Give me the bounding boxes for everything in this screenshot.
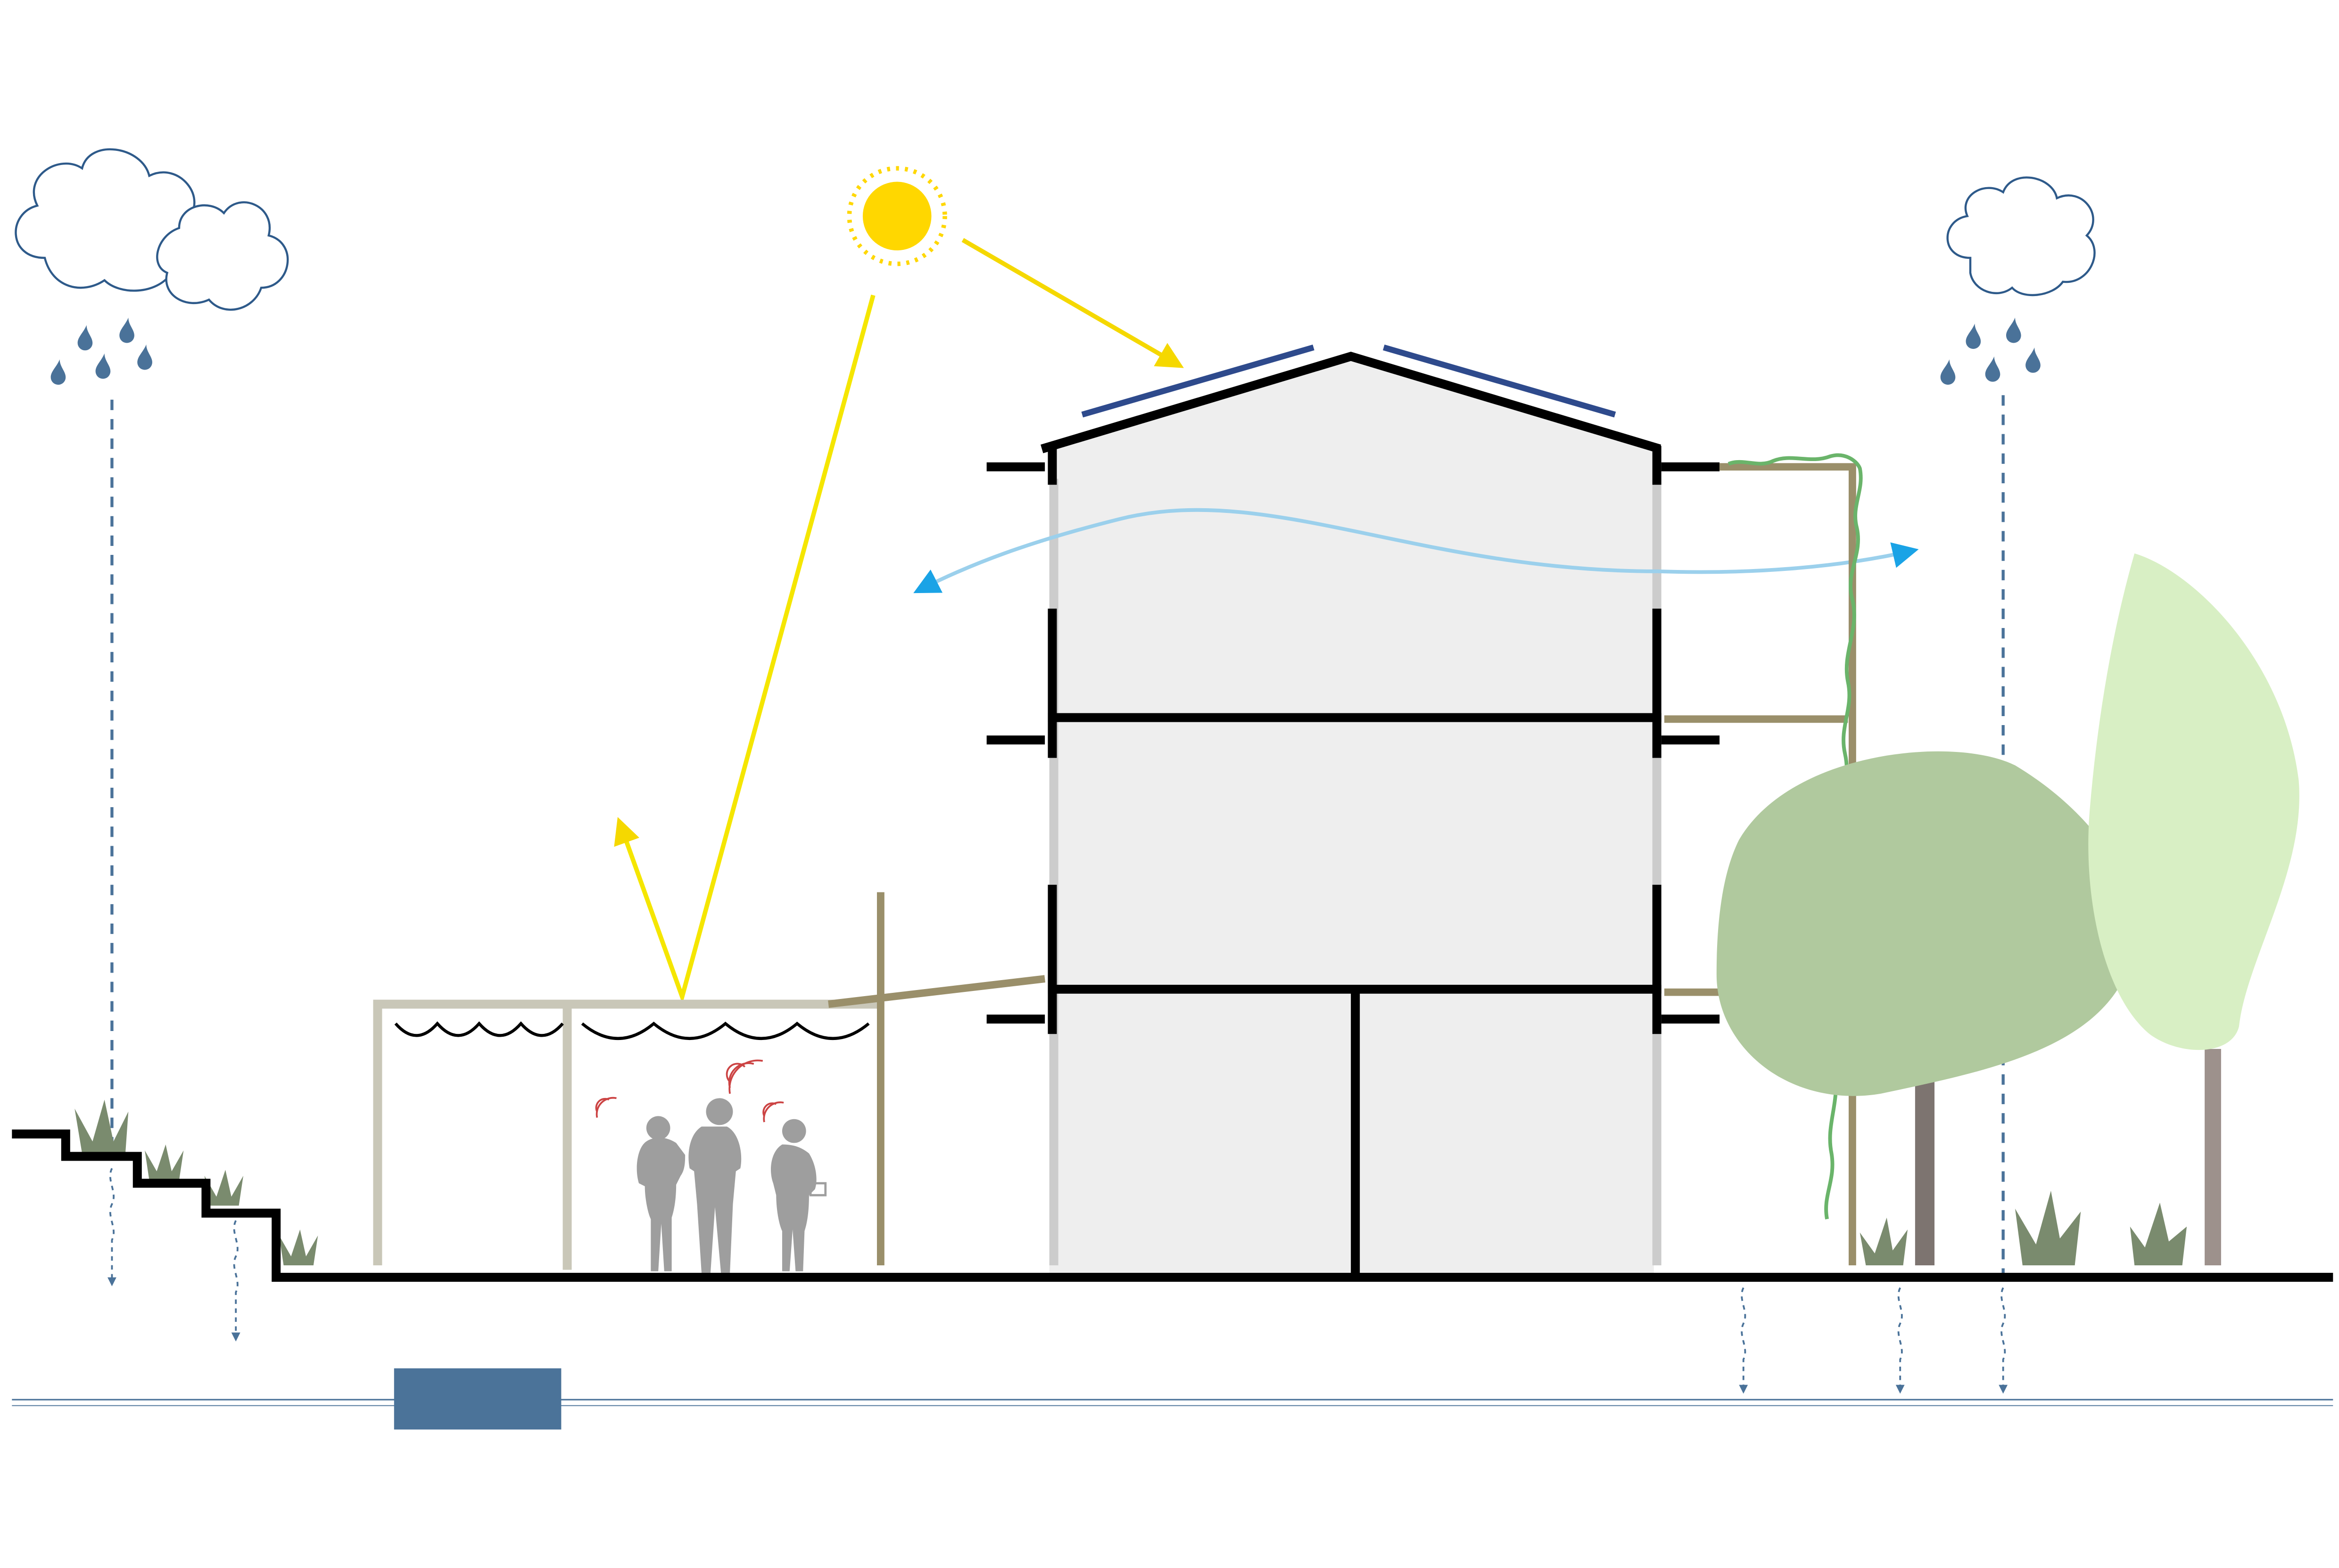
cloud-icon-left xyxy=(15,148,289,311)
rain-drop-icon-right xyxy=(1940,317,2041,385)
tree-icon-light xyxy=(2088,553,2299,1266)
grass-icon xyxy=(74,1099,2187,1266)
canopy-left xyxy=(394,1021,564,1037)
person-icon-center xyxy=(688,1098,742,1273)
pergola xyxy=(373,892,1046,1270)
sun-icon xyxy=(847,166,947,266)
building-interior xyxy=(1049,356,1654,1273)
person-icon-right xyxy=(771,1119,827,1271)
person-icon-left xyxy=(636,1116,686,1271)
canopy-right xyxy=(581,1022,870,1040)
cloud-icon-right xyxy=(1946,176,2096,297)
roof xyxy=(1041,352,1661,454)
sun-ray-to-roof xyxy=(961,238,1184,368)
rain-drop-icon-left xyxy=(50,317,152,385)
infiltration-arrows xyxy=(107,1168,2008,1394)
building xyxy=(986,344,1720,1276)
tree-icon-dark xyxy=(1716,751,2135,1266)
wind-arrow-icon-right xyxy=(1657,542,1919,574)
sun-ray-to-pergola xyxy=(614,294,876,1004)
wifi-signal-icon xyxy=(595,1059,784,1122)
wind-arrow-icon-left xyxy=(913,508,1657,594)
solar-panel-icon-left xyxy=(1081,344,1314,418)
water-tank-icon xyxy=(394,1368,562,1430)
ground-line xyxy=(12,1129,2333,1282)
solar-panel-icon-right xyxy=(1383,344,1616,418)
